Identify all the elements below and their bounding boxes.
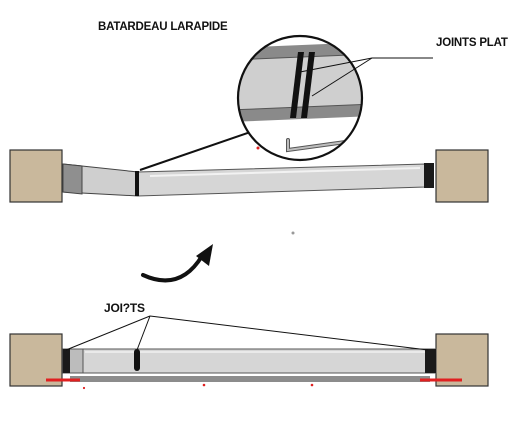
flat-joint-left-strip (290, 52, 304, 118)
base-strip (70, 376, 430, 382)
top-assembly (9, 127, 489, 203)
joints-plat-callout (299, 57, 433, 97)
diagram-title: BATARDEAU LARAPIDE (98, 21, 228, 33)
right-wall-top (435, 149, 489, 203)
leak-dot-3 (82, 386, 86, 390)
flat-joint-right-strip (301, 52, 315, 118)
zoom-leader-line (139, 127, 263, 171)
main-beam-bottom (62, 348, 437, 374)
right-seal-bottom (425, 349, 436, 373)
right-seal-top (424, 163, 434, 188)
right-wall-bottom (435, 333, 489, 387)
leak-dot-zoom (256, 146, 260, 150)
joints-bottom-label: JOI?TS (104, 301, 145, 315)
leak-dot-2 (310, 383, 314, 387)
joints-plat-label: JOINTS PLAT (436, 37, 508, 49)
left-seal-bottom (63, 349, 70, 373)
transition-arrow (141, 244, 213, 283)
zoom-circle-outline (236, 34, 364, 162)
left-wall-bottom (9, 333, 63, 387)
arrow-head (196, 244, 213, 266)
left-wall-top (9, 149, 63, 203)
joints-bottom-callout (65, 315, 429, 351)
left-beam-end-cap (62, 163, 83, 195)
leak-dot-1 (202, 383, 206, 387)
middle-joint-bottom (134, 349, 140, 371)
bottom-assembly (9, 333, 489, 390)
beam-top-edge-light (149, 167, 421, 177)
stray-dot (291, 231, 295, 235)
flat-joint-top (135, 171, 139, 196)
zoom-detail (236, 34, 364, 162)
